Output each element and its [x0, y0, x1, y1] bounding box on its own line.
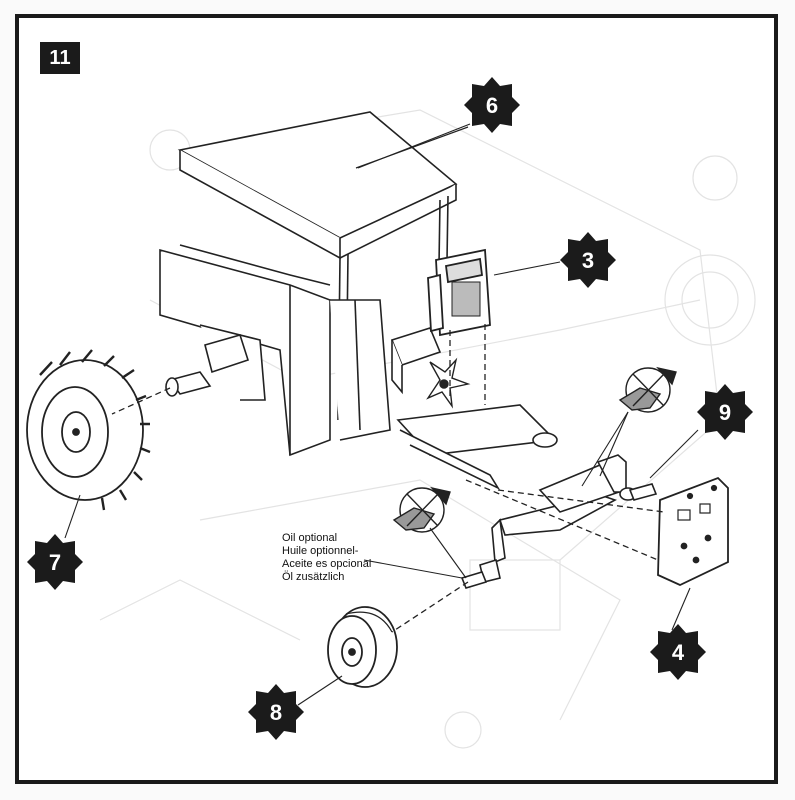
oil-note-line-es: Aceite es opcional — [282, 558, 372, 570]
callout-star-3 — [560, 232, 616, 288]
callout-3: 3 — [560, 232, 616, 288]
front-weight-part — [657, 476, 729, 586]
callout-label-9: 9 — [719, 400, 731, 425]
callout-star-4 — [650, 624, 706, 680]
front-axle-part — [460, 454, 658, 589]
assembly-guide-lines — [111, 324, 665, 633]
callout-4: 4 — [650, 624, 706, 680]
callout-label-7: 7 — [49, 550, 61, 575]
oil-symbol-top — [618, 366, 677, 413]
callout-label-6: 6 — [486, 93, 498, 118]
tractor-body — [159, 195, 558, 490]
callout-star-6 — [464, 77, 520, 133]
rear-tyre-part — [26, 349, 151, 511]
radiator-part — [427, 248, 491, 337]
callout-6: 6 — [464, 77, 520, 133]
fan-part — [426, 357, 471, 409]
leader-lines — [64, 123, 699, 706]
oil-note-line-de: Öl zusätzlich — [282, 571, 345, 583]
oil-note-line-fr: Huile optionnel- — [282, 545, 359, 557]
step-number-badge: 11 — [40, 42, 80, 74]
callout-9: 9 — [697, 384, 753, 440]
callout-star-7 — [27, 534, 83, 590]
oil-note-line-en: Oil optional — [282, 532, 338, 544]
callout-star-9 — [697, 384, 753, 440]
callout-label-4: 4 — [672, 640, 685, 665]
oil-optional-note: Oil optional Huile optionnel- Aceite es … — [282, 532, 371, 584]
oil-symbol-bottom — [392, 486, 451, 533]
callout-8: 8 — [248, 684, 304, 740]
callout-label-3: 3 — [582, 248, 594, 273]
step-number: 11 — [49, 46, 71, 69]
cab-roof — [177, 111, 469, 260]
front-tyre-part — [327, 606, 398, 688]
callout-7: 7 — [27, 534, 83, 590]
callout-star-8 — [248, 684, 304, 740]
callout-label-8: 8 — [270, 700, 282, 725]
